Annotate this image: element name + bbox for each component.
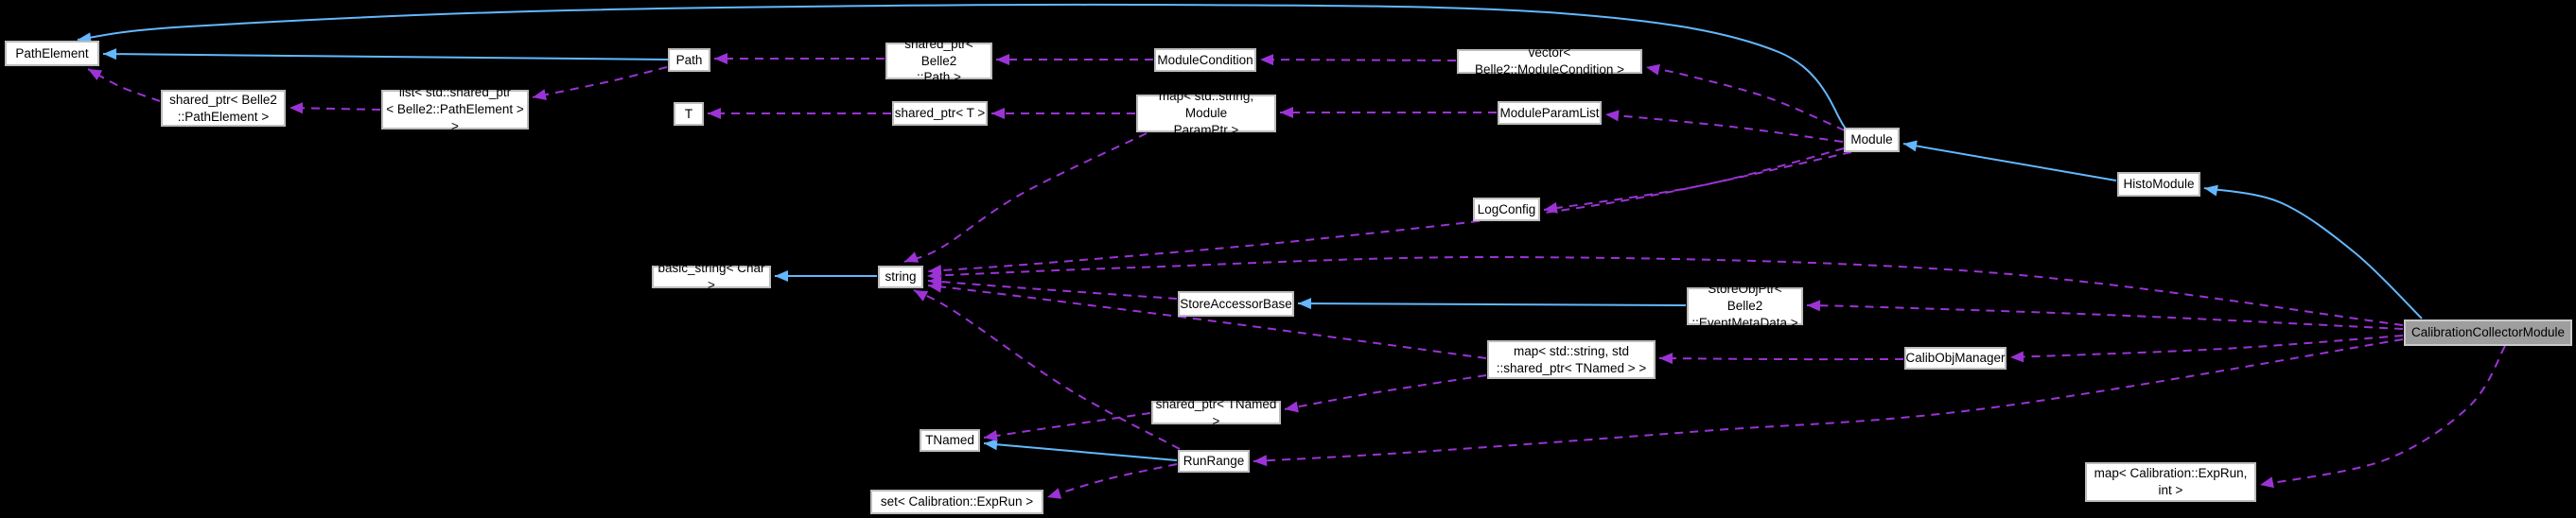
node-label: map< std::string, Module ParamPtr >: [1158, 89, 1254, 137]
edge-map-string-sp-tnamed-sp-tnamed: [1284, 374, 1487, 413]
node-map-moduleparamptr[interactable]: map< std::string, Module ParamPtr >: [1136, 89, 1276, 137]
node-label: shared_ptr< T >: [894, 106, 986, 121]
node-moduleparamlist[interactable]: ModuleParamList: [1498, 101, 1602, 125]
node-path[interactable]: Path: [668, 48, 710, 72]
node-label: string: [885, 269, 917, 285]
node-tnamed[interactable]: TNamed: [920, 429, 980, 452]
node-label: Path: [675, 52, 703, 67]
node-sp-path[interactable]: shared_ptr< Belle2 ::Path >: [885, 37, 992, 84]
node-basic-string-char[interactable]: basic_string< Char >: [652, 261, 771, 292]
node-label: T: [684, 106, 693, 121]
node-storeobjptr-eventmetadata[interactable]: StoreObjPtr< Belle2 ::EventMetaData >: [1687, 282, 1803, 330]
node-label: shared_ptr< Belle2 ::PathElement >: [169, 92, 277, 124]
node-label: CalibrationCollectorModule: [2410, 325, 2566, 340]
node-label: map< Calibration::ExpRun, int >: [2094, 466, 2248, 497]
edge-calibobjmanager-map-string-sp-tnamed: [1658, 353, 1904, 365]
node-label: set< Calibration::ExpRun >: [880, 494, 1034, 509]
edge-module-moduleparamlist: [1604, 110, 1844, 143]
edge-module-vector-modulecondition: [1645, 63, 1846, 131]
edge-calibrationcollectormodule-histomodule: [2203, 184, 2423, 319]
node-label: HistoModule: [2123, 177, 2195, 192]
node-histomodule[interactable]: HistoModule: [2117, 172, 2200, 197]
node-set-calibration-exprun[interactable]: set< Calibration::ExpRun >: [870, 490, 1043, 514]
edge-map-moduleparamptr-string: [903, 132, 1148, 263]
node-label: TNamed: [925, 433, 974, 448]
node-label: PathElement: [15, 45, 89, 60]
node-storeaccessorbase[interactable]: StoreAccessorBase: [1178, 291, 1294, 317]
edge-calibrationcollectormodule-calibobjmanager: [2009, 335, 2404, 363]
edge-storeaccessorbase-string: [927, 276, 1178, 300]
node-label: vector< Belle2::ModuleCondition >: [1475, 45, 1624, 77]
edge-runrange-set-calibration-exprun: [1046, 463, 1178, 499]
node-map-string-sp-tnamed[interactable]: map< std::string, std ::shared_ptr< TNam…: [1487, 340, 1656, 379]
node-sp-tnamed[interactable]: shared_ptr< TNamed >: [1151, 397, 1281, 428]
node-label: shared_ptr< Belle2 ::Path >: [904, 36, 973, 85]
node-label: basic_string< Char >: [657, 261, 765, 292]
node-label: ModuleParamList: [1499, 105, 1600, 120]
edge-module-pathelement: [77, 3, 1847, 130]
node-vector-modulecondition[interactable]: vector< Belle2::ModuleCondition >: [1457, 45, 1642, 77]
node-label: StoreObjPtr< Belle2 ::EventMetaData >: [1691, 282, 1798, 330]
node-modulecondition[interactable]: ModuleCondition: [1154, 48, 1256, 72]
edge-module-string: [927, 151, 1852, 276]
node-runrange[interactable]: RunRange: [1178, 450, 1250, 473]
node-label: CalibObjManager: [1905, 351, 2006, 366]
edge-histomodule-module: [1902, 140, 2117, 181]
edge-calibrationcollectormodule-string: [926, 255, 2404, 326]
edge-module-logconfig: [1543, 147, 1845, 214]
edge-runrange-tnamed: [983, 439, 1178, 461]
node-string[interactable]: string: [878, 266, 923, 288]
node-map-calibration-exprun-int[interactable]: map< Calibration::ExpRun, int >: [2085, 462, 2256, 502]
edge-calibrationcollectormodule-map-calibration-exprun-int: [2259, 345, 2506, 489]
node-label: LogConfig: [1477, 201, 1536, 216]
node-calibrationcollectormodule[interactable]: CalibrationCollectorModule: [2404, 319, 2572, 346]
node-calibobjmanager[interactable]: CalibObjManager: [1904, 347, 2006, 370]
node-t[interactable]: T: [674, 102, 704, 126]
edge-calibrationcollectormodule-storeobjptr-eventmetadata: [1806, 300, 2404, 330]
edge-runrange-string: [913, 289, 1181, 450]
edge-sp-tnamed-tnamed: [983, 412, 1151, 441]
edge-list-sp-pathelement-sp-pathelement: [289, 102, 381, 114]
node-label: list< std::shared_ptr < Belle2::PathElem…: [386, 85, 524, 133]
node-label: StoreAccessorBase: [1180, 296, 1292, 311]
node-module[interactable]: Module: [1844, 128, 1900, 152]
node-label: RunRange: [1183, 454, 1245, 469]
node-logconfig[interactable]: LogConfig: [1473, 198, 1540, 221]
node-label: shared_ptr< TNamed >: [1155, 396, 1277, 428]
node-sp-t[interactable]: shared_ptr< T >: [892, 101, 988, 126]
node-sp-pathelement[interactable]: shared_ptr< Belle2 ::PathElement >: [161, 90, 286, 127]
node-list-sp-pathelement[interactable]: list< std::shared_ptr < Belle2::PathElem…: [381, 85, 529, 133]
node-label: map< std::string, std ::shared_ptr< TNam…: [1496, 343, 1647, 375]
edge-map-string-sp-tnamed-string: [927, 281, 1487, 359]
edge-calibrationcollectormodule-runrange: [1253, 338, 2404, 467]
node-label: Module: [1850, 132, 1893, 147]
node-pathelement[interactable]: PathElement: [5, 41, 99, 66]
edge-path-list-sp-pathelement: [532, 66, 668, 101]
edge-path-pathelement: [102, 48, 669, 60]
edge-sp-pathelement-pathelement: [87, 68, 161, 102]
edge-storeobjptr-eventmetadata-storeaccessorbase: [1297, 298, 1687, 310]
node-label: ModuleCondition: [1157, 52, 1253, 67]
